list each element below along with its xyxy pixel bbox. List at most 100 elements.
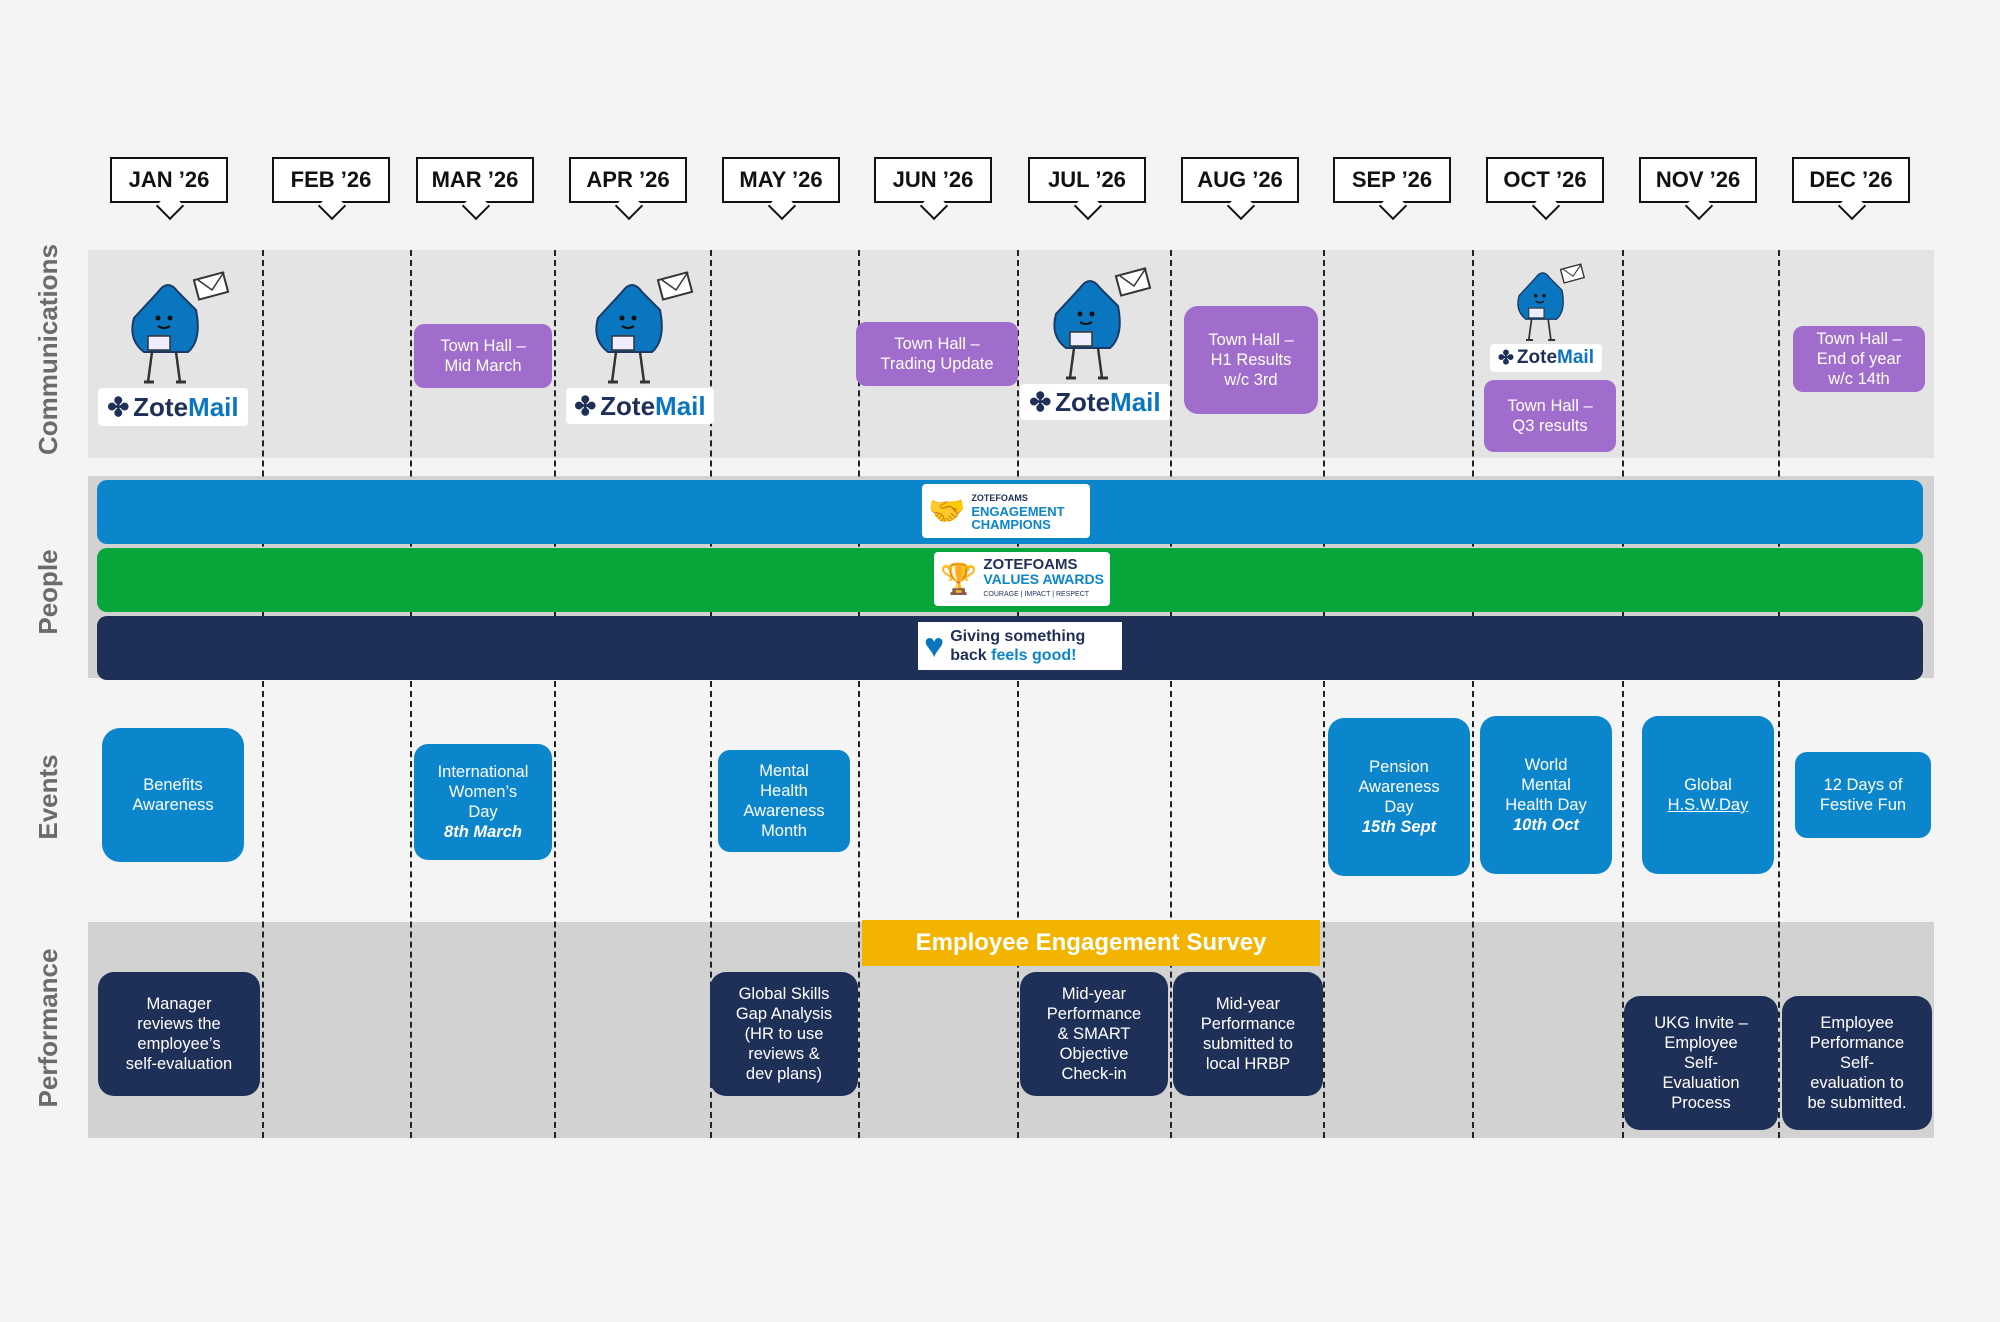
month-header-feb: FEB ’26	[272, 157, 390, 221]
card-line: Mental	[1521, 776, 1571, 794]
month-header-apr: APR ’26	[569, 157, 687, 221]
ukg-invite-card: UKG Invite – Employee Self- Evaluation P…	[1624, 996, 1778, 1130]
divider-jun-jul	[1017, 250, 1019, 1138]
month-label: DEC ’26	[1809, 167, 1893, 192]
zotemail-logo-mail: Mail	[1110, 386, 1161, 417]
card-line: evaluation to	[1810, 1074, 1904, 1092]
global-hsw-day-card: Global H.S.W.Day	[1642, 716, 1774, 874]
card-line: Pension	[1369, 758, 1429, 776]
zotemail-logo-mail: Mail	[188, 391, 239, 422]
card-line: Benefits	[143, 776, 203, 794]
card-line: Mid-year	[1215, 995, 1281, 1013]
skills-gap-card: Global Skills Gap Analysis (HR to use re…	[710, 972, 858, 1096]
month-label: FEB ’26	[290, 167, 372, 192]
zotemail-mascot-icon	[595, 271, 694, 384]
month-label: JAN ’26	[128, 167, 210, 192]
values-awards-badge: 🏆 ZOTEFOAMS VALUES AWARDS COURAGE | IMPA…	[934, 552, 1110, 606]
month-header-may: MAY ’26	[722, 157, 840, 221]
month-label: SEP ’26	[1351, 167, 1433, 192]
benefits-awareness-card: Benefits Awareness	[102, 728, 244, 862]
card-line: w/c 14th	[1828, 370, 1890, 388]
festive-fun-card: 12 Days of Festive Fun	[1795, 752, 1931, 838]
month-label: MAY ’26	[739, 167, 823, 192]
card-line: Q3 results	[1512, 417, 1588, 435]
badge-line: Giving something	[950, 628, 1086, 645]
badge-line: back	[950, 647, 987, 664]
card-line: Global	[1684, 776, 1732, 794]
badge-line: feels good!	[991, 647, 1077, 664]
card-line: Global Skills	[738, 985, 830, 1003]
zotemail-logo-zote: Zote	[1516, 347, 1558, 368]
zotemail-mascot-icon	[1053, 267, 1152, 380]
card-line: w/c 3rd	[1224, 371, 1278, 389]
badge-line: CHAMPIONS	[971, 516, 1051, 532]
card-line: Performance	[1200, 1015, 1296, 1033]
card-line: Performance	[1809, 1034, 1905, 1052]
card-line: dev plans)	[745, 1065, 823, 1083]
zotemail-logo-zote: Zote	[600, 390, 656, 421]
badge-line: ZOTEFOAMS	[971, 492, 1028, 503]
card-line: Day	[1384, 798, 1414, 816]
month-label: JUL ’26	[1048, 167, 1126, 192]
zotemail-glyph-icon: ✤	[1498, 347, 1514, 369]
badge-line: ZOTEFOAMS	[983, 555, 1078, 573]
townhall-jun-card: Town Hall – Trading Update	[856, 322, 1018, 386]
row-label-events: Events	[33, 754, 63, 840]
card-line: Check-in	[1061, 1065, 1127, 1083]
month-header-jun: JUN ’26	[874, 157, 992, 221]
midyear-submit-card: Mid-year Performance submitted to local …	[1173, 972, 1323, 1096]
month-label: AUG ’26	[1197, 167, 1283, 192]
card-line: Mid-year	[1061, 985, 1127, 1003]
card-line: submitted to	[1203, 1035, 1293, 1053]
giving-back-badge: ♥ Giving something back feels good!	[918, 622, 1122, 670]
card-line: Awareness	[743, 802, 825, 820]
mental-health-month-card: Mental Health Awareness Month	[718, 750, 850, 852]
zotemail-mascot-icon	[1517, 263, 1586, 342]
zotemail-glyph-icon: ✤	[107, 391, 130, 422]
card-line: 12 Days of	[1823, 776, 1903, 794]
card-line: Town Hall –	[440, 337, 526, 355]
divider-jan-feb	[262, 250, 264, 1138]
card-line: H1 Results	[1210, 351, 1292, 369]
month-label: MAR ’26	[431, 167, 519, 192]
card-line: Gap Analysis	[735, 1005, 833, 1023]
zotemail-mascot-icon	[131, 271, 230, 384]
month-header-jan: JAN ’26	[110, 157, 228, 221]
month-header-jul: JUL ’26	[1028, 157, 1146, 221]
row-label-communications: Communications	[33, 244, 63, 455]
month-header-oct: OCT ’26	[1486, 157, 1604, 221]
divider-mar-apr	[554, 250, 556, 1138]
badge-line-wrap: back feels good!	[950, 646, 1085, 665]
zotemail-glyph-icon: ✤	[574, 390, 597, 421]
card-line: International	[437, 763, 529, 781]
row-label-performance: Performance	[33, 948, 63, 1108]
card-line: Town Hall –	[1816, 330, 1902, 348]
card-line: Awareness	[1358, 778, 1440, 796]
card-line: World	[1524, 756, 1568, 774]
divider-may-jun	[858, 250, 860, 1138]
divider-jul-aug	[1170, 250, 1172, 1138]
card-line: End of year	[1816, 350, 1902, 368]
badge-line: COURAGE | IMPACT | RESPECT	[983, 590, 1090, 598]
townhall-aug-card: Town Hall – H1 Results w/c 3rd	[1184, 306, 1318, 414]
engagement-champions-badge: 🤝 ZOTEFOAMS ENGAGEMENT CHAMPIONS	[922, 484, 1090, 538]
divider-apr-may	[710, 250, 712, 1138]
card-line: Performance	[1046, 1005, 1142, 1023]
card-line: Town Hall –	[894, 335, 980, 353]
card-line: Mental	[759, 762, 809, 780]
divider-sep-oct	[1472, 250, 1474, 1138]
card-line: Trading Update	[880, 355, 994, 373]
card-line: Festive Fun	[1819, 796, 1907, 814]
month-label: JUN ’26	[892, 167, 974, 192]
midyear-checkin-card: Mid-year Performance & SMART Objective C…	[1020, 972, 1168, 1096]
card-line: Mid March	[444, 357, 522, 375]
event-date: 15th Sept	[1361, 818, 1437, 836]
month-header-aug: AUG ’26	[1181, 157, 1299, 221]
world-mental-health-card: World Mental Health Day 10th Oct	[1480, 716, 1612, 874]
row-label-people: People	[33, 549, 63, 635]
card-line: Employee	[1664, 1034, 1738, 1052]
month-label: APR ’26	[586, 167, 670, 192]
zotemail-logo-mail: Mail	[1557, 347, 1594, 368]
card-line: H.S.W.Day	[1667, 796, 1749, 814]
